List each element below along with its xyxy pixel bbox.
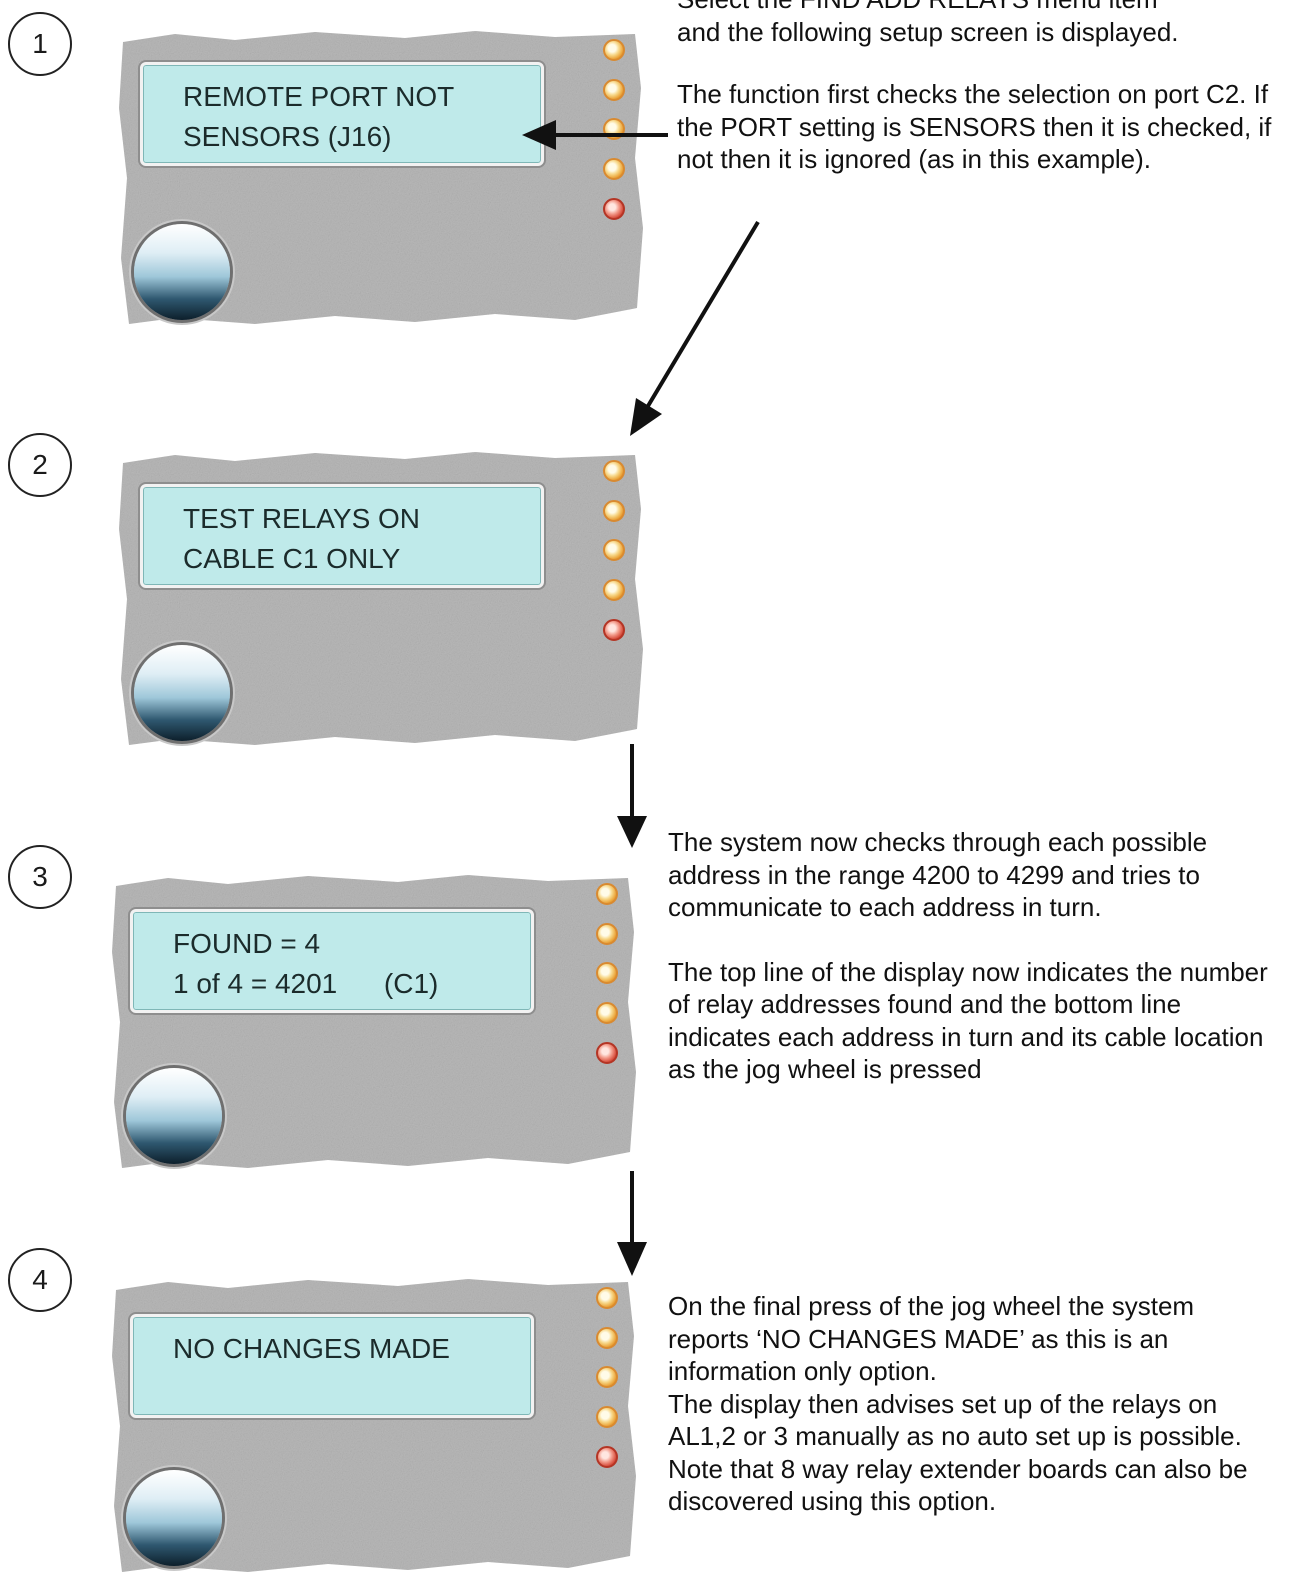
pointer-arrowhead-step-1 [522, 120, 556, 150]
step-1-paragraph-1: The function first checks the selection … [677, 79, 1272, 174]
indicator-led-3 [603, 539, 625, 561]
indicator-led-4 [603, 158, 625, 180]
lcd-display: REMOTE PORT NOT SENSORS (J16) [140, 62, 544, 166]
step-4-paragraph-2: The display then advises set up of the r… [668, 1388, 1242, 1452]
step-3-number: 3 [8, 845, 72, 909]
step-4-number: 4 [8, 1248, 72, 1312]
device-panel-4: NO CHANGES MADE [108, 1276, 638, 1572]
arrowhead-step-3-to-4 [617, 1242, 647, 1276]
step-2-number: 2 [8, 433, 72, 497]
jog-wheel-knob[interactable] [126, 1068, 222, 1164]
jog-wheel-knob[interactable] [126, 1470, 222, 1566]
jog-wheel-knob[interactable] [134, 645, 230, 741]
arrow-step-1-to-2 [646, 220, 760, 408]
step-4-paragraph-3: Note that 8 way relay extender boards ca… [668, 1453, 1248, 1517]
lcd-line-2: SENSORS (J16) [183, 121, 392, 152]
indicator-led-4 [603, 579, 625, 601]
alarm-led [603, 619, 625, 641]
indicator-led-1 [603, 39, 625, 61]
indicator-led-2 [596, 1327, 618, 1349]
lcd-line-1: NO CHANGES MADE [173, 1333, 450, 1364]
indicator-led-2 [603, 500, 625, 522]
step-4-paragraph-1: On the final press of the jog wheel the … [668, 1291, 1195, 1386]
step-3-paragraph-2: The top line of the display now indicate… [668, 956, 1268, 1085]
arrowhead-step-2-to-3 [617, 816, 647, 848]
intro-text: Select the FIND ADD RELAYS menu item and… [677, 0, 1277, 48]
alarm-led [596, 1446, 618, 1468]
step-1-description: The function first checks the selection … [677, 78, 1277, 176]
indicator-led-1 [596, 883, 618, 905]
step-1-number: 1 [8, 12, 72, 76]
jog-wheel-knob[interactable] [134, 224, 230, 320]
lcd-display: NO CHANGES MADE [130, 1314, 534, 1418]
indicator-led-3 [596, 1366, 618, 1388]
lcd-line-1: TEST RELAYS ON [183, 503, 421, 534]
device-panel-3: FOUND = 4 1 of 4 = 4201 (C1) [108, 872, 638, 1168]
lcd-line-2: 1 of 4 = 4201 (C1) [173, 968, 439, 999]
intro-line-1: Select the FIND ADD RELAYS menu item [677, 0, 1277, 16]
step-3-paragraph-1: The system now checks through each possi… [668, 827, 1208, 922]
step-4-description: On the final press of the jog wheel the … [668, 1290, 1268, 1518]
indicator-led-2 [596, 923, 618, 945]
indicator-led-4 [596, 1002, 618, 1024]
lcd-line-1: REMOTE PORT NOT [183, 81, 455, 112]
alarm-led [603, 198, 625, 220]
step-3-description: The system now checks through each possi… [668, 826, 1268, 1086]
device-panel-1: REMOTE PORT NOT SENSORS (J16) [115, 28, 645, 324]
lcd-line-1: FOUND = 4 [173, 928, 321, 959]
lcd-display: TEST RELAYS ON CABLE C1 ONLY [140, 484, 544, 588]
indicator-led-3 [596, 962, 618, 984]
lcd-line-2: CABLE C1 ONLY [183, 543, 401, 574]
intro-line-2: and the following setup screen is displa… [677, 16, 1179, 47]
arrowhead-step-1-to-2 [630, 398, 662, 436]
indicator-led-1 [596, 1287, 618, 1309]
indicator-led-1 [603, 460, 625, 482]
alarm-led [596, 1042, 618, 1064]
device-panel-2: TEST RELAYS ON CABLE C1 ONLY [115, 449, 645, 745]
lcd-display: FOUND = 4 1 of 4 = 4201 (C1) [130, 909, 534, 1013]
indicator-led-2 [603, 79, 625, 101]
indicator-led-4 [596, 1406, 618, 1428]
